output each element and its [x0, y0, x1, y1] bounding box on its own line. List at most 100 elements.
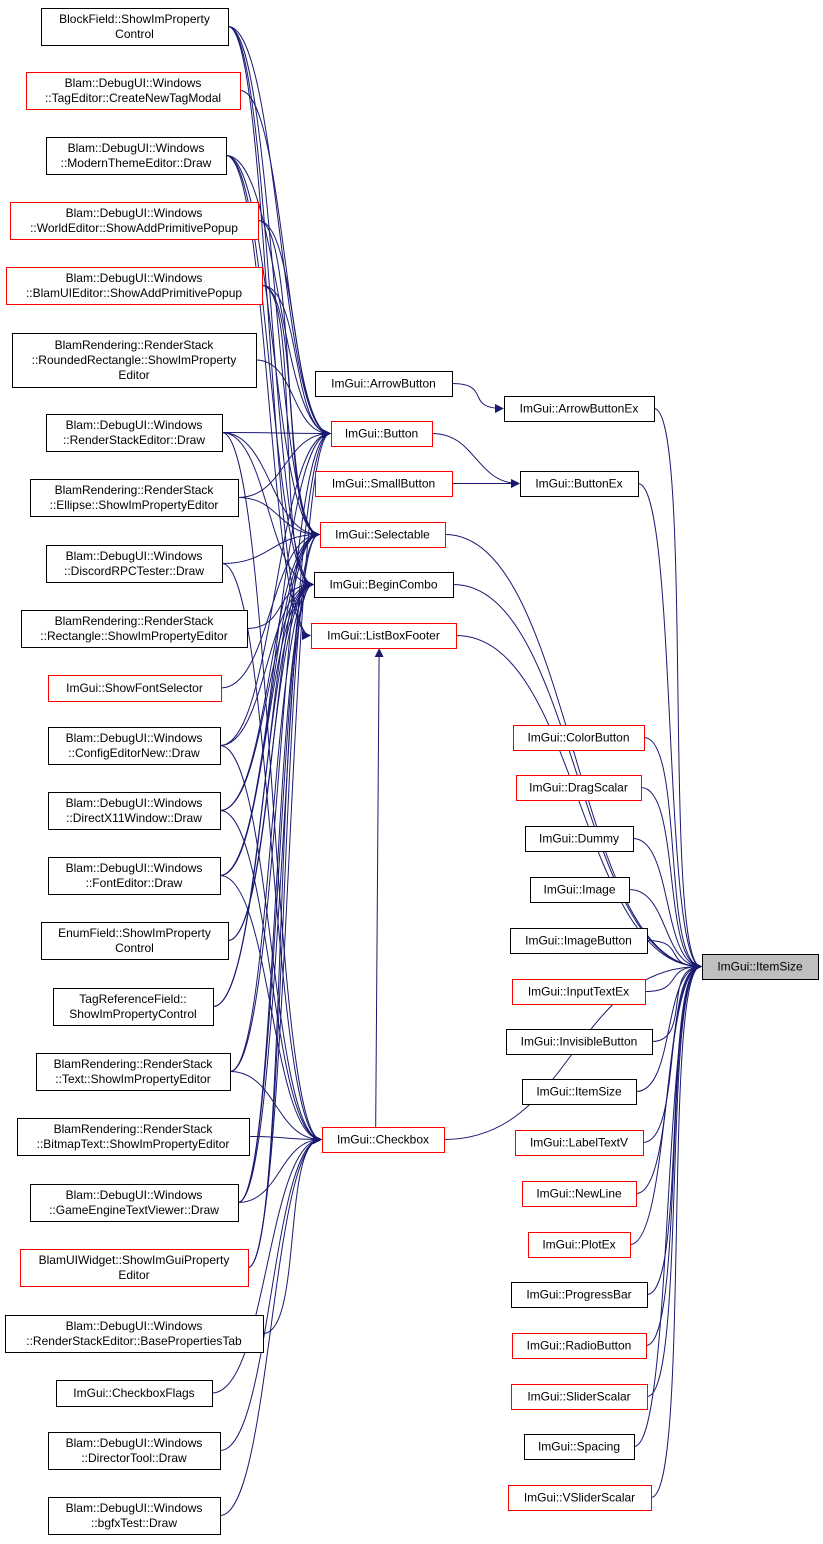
edge-direct-x11-window-draw-to-selectable	[219, 530, 320, 811]
node-input-text-ex[interactable]: ImGui::InputTextEx	[512, 979, 646, 1005]
node-plot-ex[interactable]: ImGui::PlotEx	[528, 1232, 631, 1258]
node-checkbox[interactable]: ImGui::Checkbox	[322, 1127, 445, 1153]
node-label: ::ConfigEditorNew::Draw	[68, 746, 200, 760]
node-new-line[interactable]: ImGui::NewLine	[522, 1181, 637, 1207]
node-box	[513, 725, 645, 751]
edge-text-show-im-property-editor-to-button	[229, 429, 331, 1072]
node-label: ::ModernThemeEditor::Draw	[61, 156, 212, 170]
node-label: ImGui::InputTextEx	[528, 985, 629, 999]
node-box	[48, 727, 221, 765]
node-small-button[interactable]: ImGui::SmallButton	[315, 471, 453, 497]
node-tag-editor-create-new-tag-modal[interactable]: Blam::DebugUI::Windows::TagEditor::Creat…	[26, 72, 241, 110]
node-text-show-im-property-editor[interactable]: BlamRendering::RenderStack::Text::ShowIm…	[36, 1053, 231, 1091]
node-item-size-root[interactable]: ImGui::ItemSize	[702, 954, 819, 980]
node-label: ImGui::ProgressBar	[526, 1288, 631, 1302]
node-label: ImGui::ButtonEx	[535, 477, 622, 491]
edge-modern-theme-editor-draw-to-list-box-footer	[225, 155, 311, 640]
node-label-text-v[interactable]: ImGui::LabelTextV	[515, 1130, 644, 1156]
node-label: ::Text::ShowImPropertyEditor	[55, 1072, 210, 1086]
node-label: ::RenderStackEditor::Draw	[63, 433, 205, 447]
node-box	[41, 922, 229, 960]
node-drag-scalar[interactable]: ImGui::DragScalar	[516, 775, 642, 801]
node-label: ImGui::ItemSize	[536, 1085, 622, 1099]
node-rectangle-show-im-property-editor[interactable]: BlamRendering::RenderStack::Rectangle::S…	[21, 610, 248, 648]
node-rounded-rectangle-show-im-property-editor[interactable]: BlamRendering::RenderStack::RoundedRecta…	[12, 333, 257, 388]
node-direct-x11-window-draw[interactable]: Blam::DebugUI::Windows::DirectX11Window:…	[48, 792, 221, 830]
node-button-ex[interactable]: ImGui::ButtonEx	[520, 471, 639, 497]
node-selectable[interactable]: ImGui::Selectable	[320, 522, 446, 548]
node-begin-combo[interactable]: ImGui::BeginCombo	[314, 572, 454, 598]
node-label: ::TagEditor::CreateNewTagModal	[45, 91, 221, 105]
node-box	[30, 479, 239, 517]
node-box	[46, 414, 223, 452]
node-label: Blam::DebugUI::Windows	[66, 731, 203, 745]
node-checkbox-flags[interactable]: ImGui::CheckboxFlags	[56, 1380, 213, 1407]
node-box	[506, 1029, 653, 1055]
node-label: ::DirectX11Window::Draw	[66, 811, 202, 825]
node-image[interactable]: ImGui::Image	[530, 877, 630, 903]
node-director-tool-draw[interactable]: Blam::DebugUI::Windows::DirectorTool::Dr…	[48, 1432, 221, 1470]
edge-config-editor-new-draw-to-begin-combo	[219, 580, 314, 746]
edge-plot-ex-to-item-size-root	[629, 962, 702, 1245]
edge-radio-button-to-item-size-root	[645, 962, 702, 1346]
node-vslider-scalar[interactable]: ImGui::VSliderScalar	[508, 1485, 652, 1511]
node-label: ImGui::Checkbox	[337, 1133, 429, 1147]
node-show-font-selector[interactable]: ImGui::ShowFontSelector	[48, 675, 222, 702]
node-game-engine-text-viewer-draw[interactable]: Blam::DebugUI::Windows::GameEngineTextVi…	[30, 1184, 239, 1222]
node-arrow-button[interactable]: ImGui::ArrowButton	[315, 371, 453, 397]
edge-drag-scalar-to-item-size-root	[640, 787, 702, 971]
node-label: BlamRendering::RenderStack	[55, 614, 215, 628]
node-world-editor-show-add-primitive-popup[interactable]: Blam::DebugUI::Windows::WorldEditor::Sho…	[10, 202, 259, 240]
node-bitmap-text-show-im-property-editor[interactable]: BlamRendering::RenderStack::BitmapText::…	[17, 1118, 250, 1156]
node-label: Blam::DebugUI::Windows	[66, 1501, 203, 1515]
node-spacing[interactable]: ImGui::Spacing	[524, 1434, 635, 1460]
node-label: EnumField::ShowImProperty	[58, 926, 211, 940]
edges-layer	[211, 26, 702, 1516]
node-box	[311, 623, 457, 649]
node-list-box-footer[interactable]: ImGui::ListBoxFooter	[311, 623, 457, 649]
node-render-stack-editor-draw[interactable]: Blam::DebugUI::Windows::RenderStackEdito…	[46, 414, 223, 452]
node-label: Control	[115, 941, 154, 955]
node-label: BlamRendering::RenderStack	[55, 483, 215, 497]
node-box	[48, 675, 222, 702]
node-font-editor-draw[interactable]: Blam::DebugUI::Windows::FontEditor::Draw	[48, 857, 221, 895]
node-discord-rpctester-draw[interactable]: Blam::DebugUI::Windows::DiscordRPCTester…	[46, 545, 223, 583]
node-modern-theme-editor-draw[interactable]: Blam::DebugUI::Windows::ModernThemeEdito…	[46, 137, 227, 175]
node-label: ImGui::NewLine	[536, 1187, 622, 1201]
edge-text-show-im-property-editor-to-begin-combo	[229, 580, 314, 1072]
node-item-size-overload[interactable]: ImGui::ItemSize	[522, 1079, 637, 1105]
node-block-field-show-im-property-control[interactable]: BlockField::ShowImPropertyControl	[41, 8, 229, 46]
edge-discord-rpctester-draw-to-selectable	[221, 530, 320, 564]
node-label: ImGui::LabelTextV	[530, 1136, 628, 1150]
edge-progress-bar-to-item-size-root	[646, 962, 702, 1295]
node-config-editor-new-draw[interactable]: Blam::DebugUI::Windows::ConfigEditorNew:…	[48, 727, 221, 765]
node-box	[528, 1232, 631, 1258]
node-invisible-button[interactable]: ImGui::InvisibleButton	[506, 1029, 653, 1055]
node-label: ::RenderStackEditor::BasePropertiesTab	[26, 1334, 242, 1348]
node-box	[315, 371, 453, 397]
node-label: ImGui::SliderScalar	[527, 1390, 630, 1404]
node-label: ImGui::ItemSize	[717, 960, 803, 974]
node-color-button[interactable]: ImGui::ColorButton	[513, 725, 645, 751]
node-blam-uieditor-show-add-primitive-popup[interactable]: Blam::DebugUI::Windows::BlamUIEditor::Sh…	[6, 267, 263, 305]
node-slider-scalar[interactable]: ImGui::SliderScalar	[511, 1384, 648, 1410]
node-render-stack-editor-base-properties-tab[interactable]: Blam::DebugUI::Windows::RenderStackEdito…	[5, 1315, 264, 1353]
node-dummy[interactable]: ImGui::Dummy	[525, 826, 634, 852]
node-radio-button[interactable]: ImGui::RadioButton	[512, 1333, 647, 1359]
node-button[interactable]: ImGui::Button	[331, 421, 433, 447]
edge-show-font-selector-to-selectable	[220, 530, 320, 689]
node-label: ImGui::ColorButton	[527, 731, 629, 745]
node-image-button[interactable]: ImGui::ImageButton	[510, 928, 648, 954]
node-box	[511, 1282, 648, 1308]
edge-render-stack-editor-draw-to-checkbox	[221, 432, 322, 1144]
node-arrow-button-ex[interactable]: ImGui::ArrowButtonEx	[504, 396, 655, 422]
node-ellipse-show-im-property-editor[interactable]: BlamRendering::RenderStack::Ellipse::Sho…	[30, 479, 239, 517]
node-tag-reference-field-show-im-property-control[interactable]: TagReferenceField::ShowImPropertyControl	[53, 988, 214, 1026]
node-progress-bar[interactable]: ImGui::ProgressBar	[511, 1282, 648, 1308]
node-box	[30, 1184, 239, 1222]
node-label: ImGui::SmallButton	[332, 477, 435, 491]
node-enum-field-show-im-property-control[interactable]: EnumField::ShowImPropertyControl	[41, 922, 229, 960]
node-bgfx-test-draw[interactable]: Blam::DebugUI::Windows::bgfxTest::Draw	[48, 1497, 221, 1535]
edge-modern-theme-editor-draw-to-begin-combo	[225, 155, 314, 589]
